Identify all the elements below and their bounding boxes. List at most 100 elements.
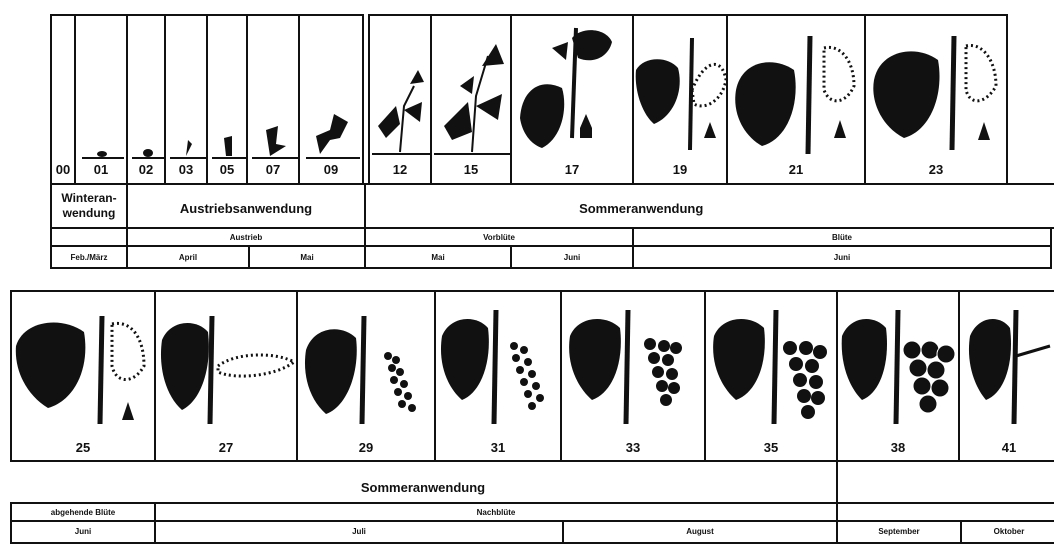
phase-abgehende-bluete: abgehende Blüte <box>10 502 156 522</box>
month-label: August <box>564 527 836 536</box>
stage-cell-03: 03 <box>164 14 208 185</box>
stage-cell-09: 09 <box>298 14 364 185</box>
month-label: Mai <box>366 253 510 262</box>
application-sommer-top: Sommeranwendung <box>364 183 1054 229</box>
month-label: Juni <box>512 253 632 262</box>
application-label: Winteran- wendung <box>52 191 126 221</box>
phase-winter-empty <box>50 227 128 247</box>
shoot-illustration <box>248 116 302 160</box>
month-label: Juni <box>12 527 154 536</box>
berry-illustration <box>436 296 564 432</box>
shoot-illustration <box>432 36 514 156</box>
phase-label: abgehende Blüte <box>12 508 154 517</box>
application-label: Austriebsanwendung <box>128 201 364 216</box>
stage-cell-05: 05 <box>206 14 248 185</box>
stage-code: 01 <box>76 162 126 177</box>
stage-cell-33: 33 <box>560 290 706 462</box>
inflorescence-illustration <box>866 20 1010 160</box>
phase-empty-autumn <box>836 502 1054 522</box>
leaf-illustration <box>512 18 636 158</box>
application-label: Sommeranwendung <box>366 201 916 216</box>
stage-cell-38: 38 <box>836 290 960 462</box>
stage-cell-29: 29 <box>296 290 436 462</box>
application-label: Sommeranwendung <box>10 480 836 495</box>
stage-cell-41: 41 <box>958 290 1054 462</box>
application-austrieb: Austriebsanwendung <box>126 183 366 229</box>
phase-label: Nachblüte <box>156 508 836 517</box>
stage-cell-12: 12 <box>368 14 432 185</box>
phase-bluete: Blüte <box>632 227 1052 247</box>
inflorescence-illustration <box>728 20 868 160</box>
month-label: September <box>838 527 960 536</box>
month-label: Oktober <box>962 527 1054 536</box>
stage-code: 35 <box>706 440 836 455</box>
shoot-illustration <box>370 66 434 156</box>
stage-cell-02: 02 <box>126 14 166 185</box>
stage-cell-07: 07 <box>246 14 300 185</box>
stage-code: 02 <box>128 162 164 177</box>
month-september: September <box>836 520 962 544</box>
bud-illustration <box>128 126 168 166</box>
ripe-cluster-illustration <box>838 296 962 432</box>
stage-cell-15: 15 <box>430 14 512 185</box>
stage-code: 12 <box>370 162 430 177</box>
month-label: Feb./März <box>52 253 126 262</box>
stage-cell-17: 17 <box>510 14 634 185</box>
inflorescence-illustration <box>634 20 730 160</box>
stage-code: 27 <box>156 440 296 455</box>
fruit-set-illustration <box>156 296 300 432</box>
stage-code: 07 <box>248 162 298 177</box>
stage-cell-27: 27 <box>154 290 298 462</box>
month-august: August <box>562 520 838 544</box>
application-winter: Winteran- wendung <box>50 183 128 229</box>
shoot-illustration <box>208 120 250 160</box>
bud-illustration <box>166 120 210 160</box>
month-label: Juni <box>634 253 1050 262</box>
stage-code: 41 <box>960 440 1054 455</box>
stage-code: 21 <box>728 162 864 177</box>
month-label: Juli <box>156 527 562 536</box>
stage-code: 03 <box>166 162 206 177</box>
stage-code: 19 <box>634 162 726 177</box>
berry-illustration <box>706 296 840 432</box>
month-juni-1: Juni <box>510 245 634 269</box>
phase-vorbluete: Vorblüte <box>364 227 634 247</box>
month-feb-maerz: Feb./März <box>50 245 128 269</box>
stage-code: 25 <box>12 440 154 455</box>
stage-cell-31: 31 <box>434 290 562 462</box>
month-juli: Juli <box>154 520 564 544</box>
stage-code: 00 <box>52 162 74 177</box>
month-juni-2: Juni <box>632 245 1052 269</box>
shoot-after-harvest-illustration <box>960 296 1054 432</box>
phase-austrieb: Austrieb <box>126 227 366 247</box>
berry-illustration <box>298 296 438 432</box>
stage-code: 05 <box>208 162 246 177</box>
stage-cell-35: 35 <box>704 290 838 462</box>
phase-nachbluete: Nachblüte <box>154 502 838 522</box>
application-sommer-bottom: Sommeranwendung <box>10 460 838 504</box>
stage-code: 15 <box>432 162 510 177</box>
inflorescence-illustration <box>12 296 158 432</box>
stage-code: 17 <box>512 162 632 177</box>
stage-cell-25: 25 <box>10 290 156 462</box>
stage-cell-01: 01 <box>74 14 128 185</box>
application-empty-autumn <box>836 460 1054 504</box>
stage-code: 31 <box>436 440 560 455</box>
month-mai-2: Mai <box>364 245 512 269</box>
month-mai-1: Mai <box>248 245 366 269</box>
stage-code: 33 <box>562 440 704 455</box>
stage-cell-23: 23 <box>864 14 1008 185</box>
phase-label: Austrieb <box>128 233 364 242</box>
bud-illustration <box>76 126 130 166</box>
stage-code: 09 <box>300 162 362 177</box>
stage-code: 29 <box>298 440 434 455</box>
shoot-illustration <box>300 110 366 160</box>
month-label: April <box>128 253 248 262</box>
phase-label: Blüte <box>634 233 1050 242</box>
month-juni: Juni <box>10 520 156 544</box>
month-oktober: Oktober <box>960 520 1054 544</box>
month-label: Mai <box>250 253 364 262</box>
stage-code: 38 <box>838 440 958 455</box>
stage-cell-21: 21 <box>726 14 866 185</box>
stage-cell-00: 00 <box>50 14 76 185</box>
